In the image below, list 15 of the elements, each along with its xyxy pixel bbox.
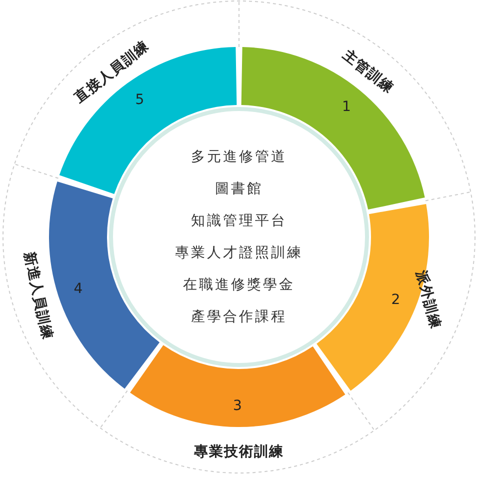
segment-number: 5	[135, 92, 144, 108]
segment-number: 2	[391, 292, 400, 308]
list-item: 圖書館	[215, 180, 263, 198]
segment-title: 專業技術訓練	[194, 443, 284, 461]
list-item: 產學合作課程	[191, 308, 287, 326]
segment-number: 3	[233, 398, 242, 414]
segment-title: 新進人員訓練	[20, 250, 56, 342]
segment-title: 主管訓練	[338, 46, 398, 98]
list-item: 知識管理平台	[191, 212, 287, 230]
segment-number: 1	[342, 98, 351, 115]
list-item: 多元進修管道	[191, 148, 287, 166]
segment-title: 派外訓練	[412, 268, 444, 332]
list-item: 專業人才證照訓練	[175, 244, 303, 262]
segment-number: 4	[74, 281, 83, 298]
list-item: 在職進修獎學金	[183, 276, 295, 294]
